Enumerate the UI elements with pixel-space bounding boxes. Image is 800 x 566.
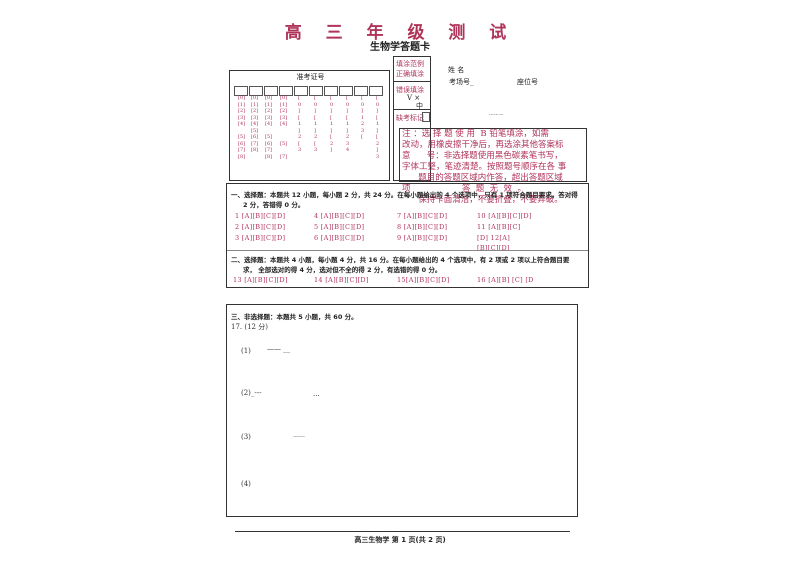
fill-example-wrong: 错误填涂 [396, 86, 424, 94]
notice-line: 保持卡面清洁，不要折叠，不要弄破。 [402, 195, 563, 205]
notice-line: 注 ：选 择 题 使 用 B 铅笔填涂，如需 [402, 129, 549, 139]
fill-example-wrong-marks-2: 中 [416, 102, 423, 110]
section1-title-cont: 2 分，答错得 0 分。 [243, 201, 305, 209]
notice-line: 改动，用橡皮擦干净后，再选涂其他答案标 [402, 140, 564, 150]
answer-row-q6[interactable]: 6 [A][B][C][D] [314, 234, 365, 242]
answer-row-q12[interactable]: [D] 12[A] [477, 234, 511, 242]
bubble-column[interactable]: [ 0 ] [ 1 ] [ 2 ] 3 [376, 95, 380, 160]
fill-example-correct: 正确填涂 [396, 70, 424, 78]
question-17-label: 17. (12 分) [231, 323, 268, 331]
bubble-column[interactable]: [0] [1] [2] [3] [4] [5] [6] [7] [8] [265, 95, 273, 160]
section2-title-cont: 求， 全部选对的得 4 分，选对但不全的得 2 分，有选错的得 0 分。 [243, 266, 442, 274]
bubble-column[interactable]: [ 0 ] [ 1 ] 2 [ 3 [314, 95, 318, 153]
multiple-choice-section: 一、选择题：本题共 12 小题，每小题 2 分，共 24 分。在每小题给出的 4… [226, 183, 589, 288]
fill-example-header: 填涂范例 [396, 60, 424, 68]
answer-blank[interactable]: ------- [293, 434, 305, 440]
answer-row-q16[interactable]: 16 [A][B] [C] [D [477, 276, 534, 284]
info-dots: ·-··-··-· [489, 112, 504, 118]
answer-row-q9[interactable]: 9 [A][B][C][D] [397, 234, 448, 242]
ticket-bubble-area[interactable]: [0] [1] [2] [3] [4] [5] [6] [7] [8] [0] … [236, 95, 386, 180]
seat-number-label: 座位号 [517, 78, 538, 86]
answer-row-q14[interactable]: 14 [A][B][C][D] [314, 276, 369, 284]
part-label: (3) [241, 433, 251, 441]
exam-title: 高 三 年 级 测 试 [284, 23, 516, 43]
answer-row-q5[interactable]: 5 [A][B][C][D] [314, 223, 365, 231]
answer-row-q10[interactable]: 10 [A][B][C][D] [477, 212, 532, 220]
bubble-column[interactable]: [ 0 ] [ 1 ] 2 [ 3 [298, 95, 302, 153]
absent-mark-label: 缺考标记 [396, 114, 424, 122]
ticket-number-label: 准考证号 [296, 73, 325, 81]
footer-divider [235, 531, 570, 532]
part-label: (2)_--- [241, 389, 262, 397]
answer-row-q12-cont[interactable]: [B][C][D] [477, 244, 510, 252]
fill-example-wrong-marks: V × [407, 94, 421, 102]
bubble-column[interactable]: [0] [1] [2] [3] [4] [5] [6] [7] [8] [251, 95, 259, 153]
exam-room-label: 考场号_ [449, 78, 474, 86]
answer-row-q2[interactable]: 2 [A][B][C][D] [235, 223, 286, 231]
part-label: (4) [241, 480, 251, 488]
page-footer: 高三生物学 第 1 页(共 2 页) [354, 536, 446, 544]
notice-line: 项 答 题 无 效 。 [402, 184, 526, 194]
answer-row-q4[interactable]: 4 [A][B][C][D] [314, 212, 365, 220]
section1-title: 一、选择题：本题共 12 小题，每小题 2 分，共 24 分。在每小题给出的 4… [231, 191, 578, 199]
ticket-digit-cells [234, 81, 384, 100]
bubble-column[interactable]: [ 0 ] [ 1 ] [ 2 ] [330, 95, 334, 153]
fill-example-box: 填涂范例 正确填涂 错误填涂 V × 中 缺考标记 [393, 56, 431, 181]
answer-blank[interactable]: —— __ [267, 345, 291, 353]
answer-sheet-title: 生物学答题卡 [370, 42, 430, 53]
answer-row-q11[interactable]: 11 [A][B][C] [477, 223, 521, 231]
bubble-column[interactable]: [ 0 ] [ 1 ] 2 3 4 [346, 95, 350, 153]
bubble-column[interactable]: [ 0 ] 1 2 3 [ [361, 95, 365, 140]
answer-row-q8[interactable]: 8 [A][B][C][D] [397, 223, 448, 231]
answer-row-q1[interactable]: 1 [A][B][C][D] [235, 212, 286, 220]
section2-title: 二、选择题：本题共 4 小题，每小题 4 分，共 16 分。在每小题给出的 4 … [231, 256, 570, 264]
notice-box: 注 ：选 择 题 使 用 B 铅笔填涂，如需 改动，用橡皮擦干净后，再选涂其他答… [399, 128, 587, 205]
notice-line: 题目的答题区域内作答，超出答题区域 [402, 173, 563, 183]
section3-title: 三、非选择题：本题共 5 小题，共 60 分。 [231, 313, 358, 321]
free-response-section: 三、非选择题：本题共 5 小题，共 60 分。 17. (12 分) (1) —… [226, 304, 578, 517]
answer-row-q7[interactable]: 7 [A][B][C][D] [397, 212, 448, 220]
answer-row-q13[interactable]: 13 [A][B][C][D] [233, 276, 288, 284]
answer-row-q3[interactable]: 3 [A][B][C][D] [235, 234, 286, 242]
part-label: (1) [241, 347, 251, 355]
notice-line: 字体工整，笔迹清楚。按照题号顺序在各 事 [402, 162, 567, 172]
name-label: 姓 名 [448, 66, 465, 74]
answer-row-q15[interactable]: 15[A][B][C][D] [397, 276, 450, 284]
notice-line: 意 号：非选择题使用黑色碳素笔书写， [402, 151, 563, 161]
bubble-column[interactable]: [0] [1] [2] [3] [4] [5] [6] [7] [8] [238, 95, 246, 160]
bubble-column[interactable]: [0] [1] [2] [3] [4] [5] [7] [280, 95, 288, 160]
answer-blank[interactable]: ... [313, 390, 320, 398]
ticket-number-box: 准考证号 [0] [1] [2] [3] [4] [5] [6] [7] [8]… [229, 70, 390, 181]
absent-mark-box[interactable] [422, 112, 430, 122]
